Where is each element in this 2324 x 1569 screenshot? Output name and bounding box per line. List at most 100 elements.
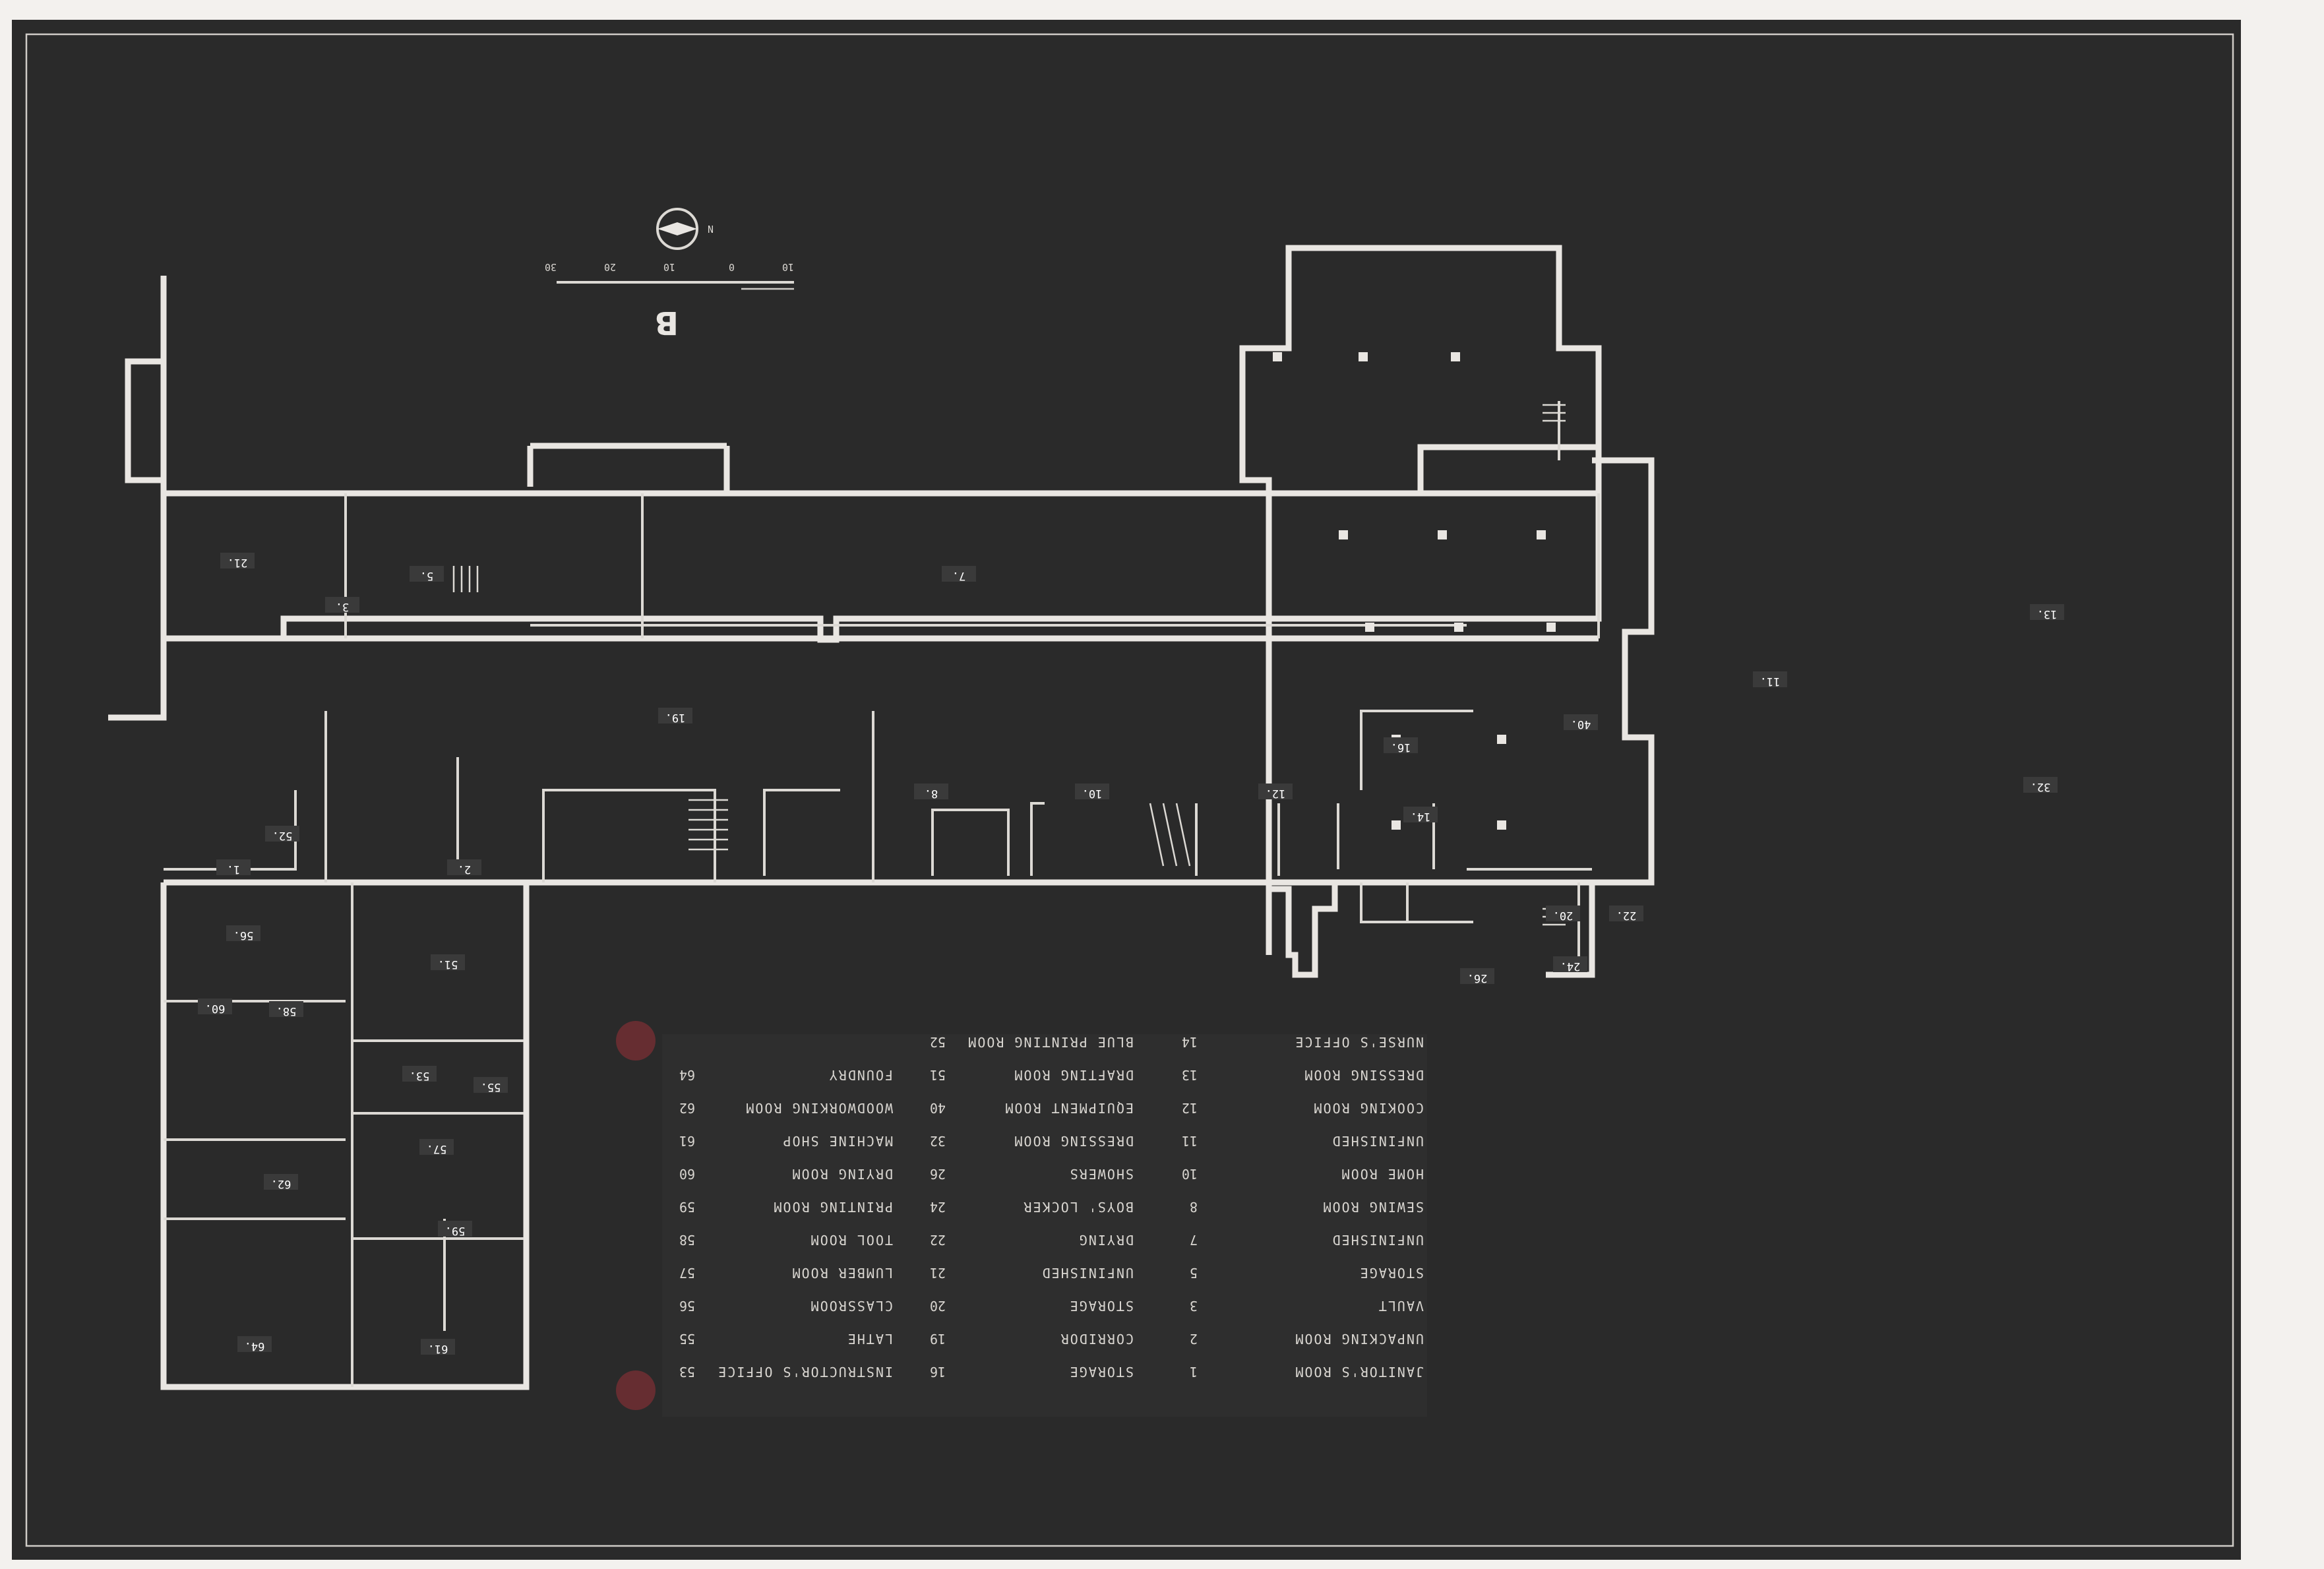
room-label: 7.	[952, 569, 965, 582]
legend-num: 56	[679, 1298, 695, 1314]
room-label: 5.	[420, 569, 433, 582]
room-label: 20.	[1553, 909, 1574, 922]
legend-num: 62	[679, 1100, 695, 1116]
room-8	[931, 809, 1010, 876]
legend-num: 58	[679, 1232, 695, 1248]
legend-name: BLUE PRINTING ROOM	[967, 1034, 1134, 1050]
red-mark	[616, 1021, 656, 1061]
red-mark	[616, 1370, 656, 1410]
legend-num: 12	[1182, 1100, 1198, 1116]
room-label: 26.	[1467, 971, 1488, 985]
outer-walls	[108, 245, 1655, 1390]
legend-name: DRESSING ROOM	[1303, 1067, 1424, 1083]
room-label: 56.	[233, 929, 254, 942]
room-20	[1360, 882, 1473, 923]
legend-num: 11	[1182, 1133, 1198, 1149]
room-labels: 1. 2. 3. 5. 7. 8. 10. 11. 12. 13. 14. 16…	[198, 553, 2064, 1355]
room-label: 11.	[1760, 675, 1781, 688]
legend-num: 55	[679, 1331, 695, 1347]
legend-name: INSTRUCTOR'S OFFICE	[717, 1364, 893, 1380]
rotated-plan-group: N 30 20 10 0 10 B 1. 2. 3. 5. 7. 8. 10. …	[108, 208, 2064, 1417]
legend-num: 2	[1190, 1331, 1198, 1347]
column	[1359, 352, 1368, 361]
legend-num: 53	[679, 1364, 695, 1380]
gym-walls	[1239, 245, 1602, 978]
legend-num: 26	[930, 1166, 946, 1182]
room-label: 62.	[271, 1177, 291, 1190]
room-label: 16.	[1391, 741, 1411, 754]
column	[1537, 530, 1546, 539]
legend-name: DRYING	[1078, 1232, 1134, 1248]
legend-num: 24	[930, 1199, 946, 1215]
room-label: 13.	[2037, 607, 2058, 621]
legend-num: 16	[930, 1364, 946, 1380]
legend-num: 64	[679, 1067, 695, 1083]
legend-num: 40	[930, 1100, 946, 1116]
legend-name: JANITOR'S ROOM	[1294, 1364, 1424, 1380]
column	[1438, 530, 1447, 539]
north-wing-wall	[160, 444, 1602, 643]
scale-tick: 0	[729, 261, 735, 273]
legend-name: LATHE	[847, 1331, 893, 1347]
legend-name: UNFINISHED	[1331, 1133, 1424, 1149]
legend-name: UNFINISHED	[1041, 1265, 1134, 1281]
column	[1454, 623, 1463, 632]
border-line	[25, 33, 2234, 1547]
shop-wing	[160, 882, 530, 1390]
room-label: 59.	[445, 1224, 466, 1237]
legend-name: PRINTING ROOM	[772, 1199, 893, 1215]
north-arrow: N	[656, 208, 714, 250]
room-40	[1360, 710, 1473, 790]
partition	[1030, 802, 1045, 876]
scale-tick: 30	[545, 261, 557, 273]
room-label: 32.	[2031, 780, 2051, 793]
legend-name: COOKING ROOM	[1313, 1100, 1424, 1116]
legend-name: STORAGE	[1069, 1364, 1134, 1380]
room-label: 3.	[336, 600, 349, 613]
columns	[1273, 352, 1556, 830]
legend-num: 32	[930, 1133, 946, 1149]
legend-name: EQUIPMENT ROOM	[1004, 1100, 1134, 1116]
room-label: 55.	[481, 1080, 501, 1093]
legend-name: DRYING ROOM	[791, 1166, 893, 1182]
room-label: 21.	[228, 556, 248, 569]
scale-tick: 10	[663, 261, 675, 273]
legend-name: VAULT	[1378, 1298, 1424, 1314]
room-label: 51.	[438, 958, 458, 971]
room-label: 52.	[272, 829, 293, 842]
legend-name: SEWING ROOM	[1322, 1199, 1424, 1215]
legend-name: FOUNDRY	[828, 1067, 893, 1083]
room-1	[164, 790, 297, 871]
legend-name: UNFINISHED	[1331, 1232, 1424, 1248]
room-label: 10.	[1082, 787, 1103, 800]
column	[1391, 820, 1401, 830]
column	[1365, 623, 1374, 632]
legend-name: LUMBER ROOM	[791, 1265, 893, 1281]
legend-num: 7	[1190, 1232, 1198, 1248]
scale-tick: 10	[782, 261, 794, 273]
sheet-letter: B	[654, 304, 679, 341]
legend-num: 51	[930, 1067, 946, 1083]
legend-name: CLASSROOM	[810, 1298, 893, 1314]
room-label: 58.	[276, 1004, 297, 1018]
legend-num: 10	[1182, 1166, 1198, 1182]
legend-panel	[662, 1034, 1427, 1417]
legend-num: 13	[1182, 1067, 1198, 1083]
room-label: 19.	[665, 711, 686, 724]
legend-name: BOYS' LOCKER	[1023, 1199, 1134, 1215]
legend-name: NURSE'S OFFICE	[1294, 1034, 1424, 1050]
legend-num: 20	[930, 1298, 946, 1314]
legend-num: 52	[930, 1034, 946, 1050]
legend-name: DRESSING ROOM	[1013, 1133, 1134, 1149]
room-label: 1.	[227, 863, 240, 876]
room-label: 24.	[1560, 960, 1581, 973]
column	[1497, 735, 1506, 744]
room-label: 60.	[205, 1002, 226, 1015]
legend-num: 19	[930, 1331, 946, 1347]
room-label: 61.	[428, 1342, 448, 1355]
scale-tick: 20	[604, 261, 616, 273]
column	[1273, 352, 1282, 361]
